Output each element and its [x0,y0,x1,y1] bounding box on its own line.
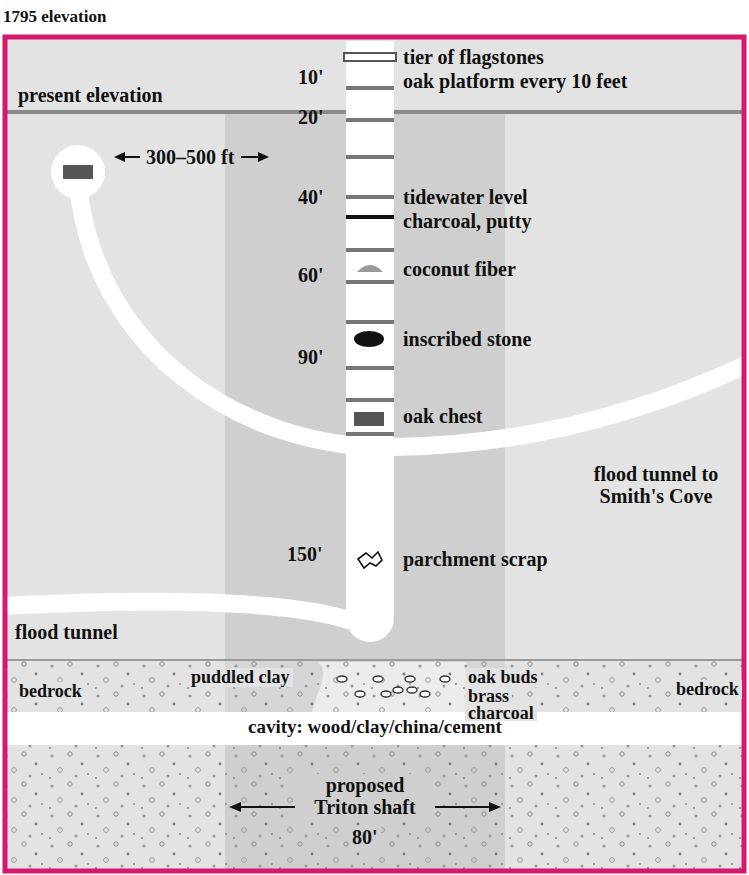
label: tidewater level [403,186,528,208]
label: puddled clay [188,668,293,687]
label: 1795 elevation [3,8,106,26]
label: parchment scrap [403,548,548,570]
label: inscribed stone [403,328,531,350]
label: oak buds [465,668,541,687]
label: 150' [287,543,323,565]
label: 10' [298,66,324,88]
label: 40' [298,186,324,208]
label: cavity: wood/clay/china/cement [248,717,502,737]
label: 90' [298,346,324,368]
label: bedrock [673,680,742,699]
label: present elevation [18,84,163,106]
label: proposed Triton shaft [297,774,433,818]
label: 80' [349,826,381,848]
label: bedrock [16,682,85,701]
label: tier of flagstones [403,46,544,68]
label: 300–500 ft [146,146,234,168]
label: oak platform every 10 feet [403,70,627,92]
label: brass [465,687,512,706]
label: 60' [298,264,324,286]
label: 20' [298,106,324,128]
label: charcoal, putty [403,210,532,232]
label: oak chest [403,405,482,427]
label: flood tunnel [15,621,118,643]
label: coconut fiber [403,258,516,280]
label: flood tunnel to Smith's Cove [572,463,740,507]
